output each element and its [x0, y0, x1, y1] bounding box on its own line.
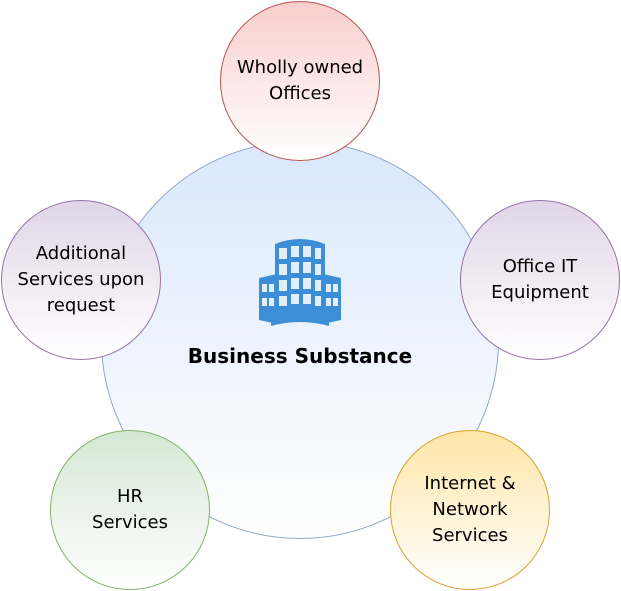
office-building-icon	[259, 239, 341, 326]
node-office-it-equipment: Office IT Equipment	[460, 200, 620, 360]
center-label: Business Substance	[187, 344, 413, 368]
node-hr-services: HR Services	[50, 430, 210, 590]
node-wholly-owned-offices: Wholly owned Offices	[220, 1, 380, 161]
node-label: Office IT Equipment	[491, 256, 589, 303]
node-additional-services: Additional Services upon request	[1, 200, 161, 360]
node-label: Wholly owned Offices	[236, 57, 364, 104]
node-internet-network-services: Internet & Network Services	[390, 430, 550, 590]
node-label: Additional Services upon request	[17, 243, 145, 316]
node-label: HR Services	[92, 486, 168, 533]
node-label: Internet & Network Services	[424, 473, 516, 546]
